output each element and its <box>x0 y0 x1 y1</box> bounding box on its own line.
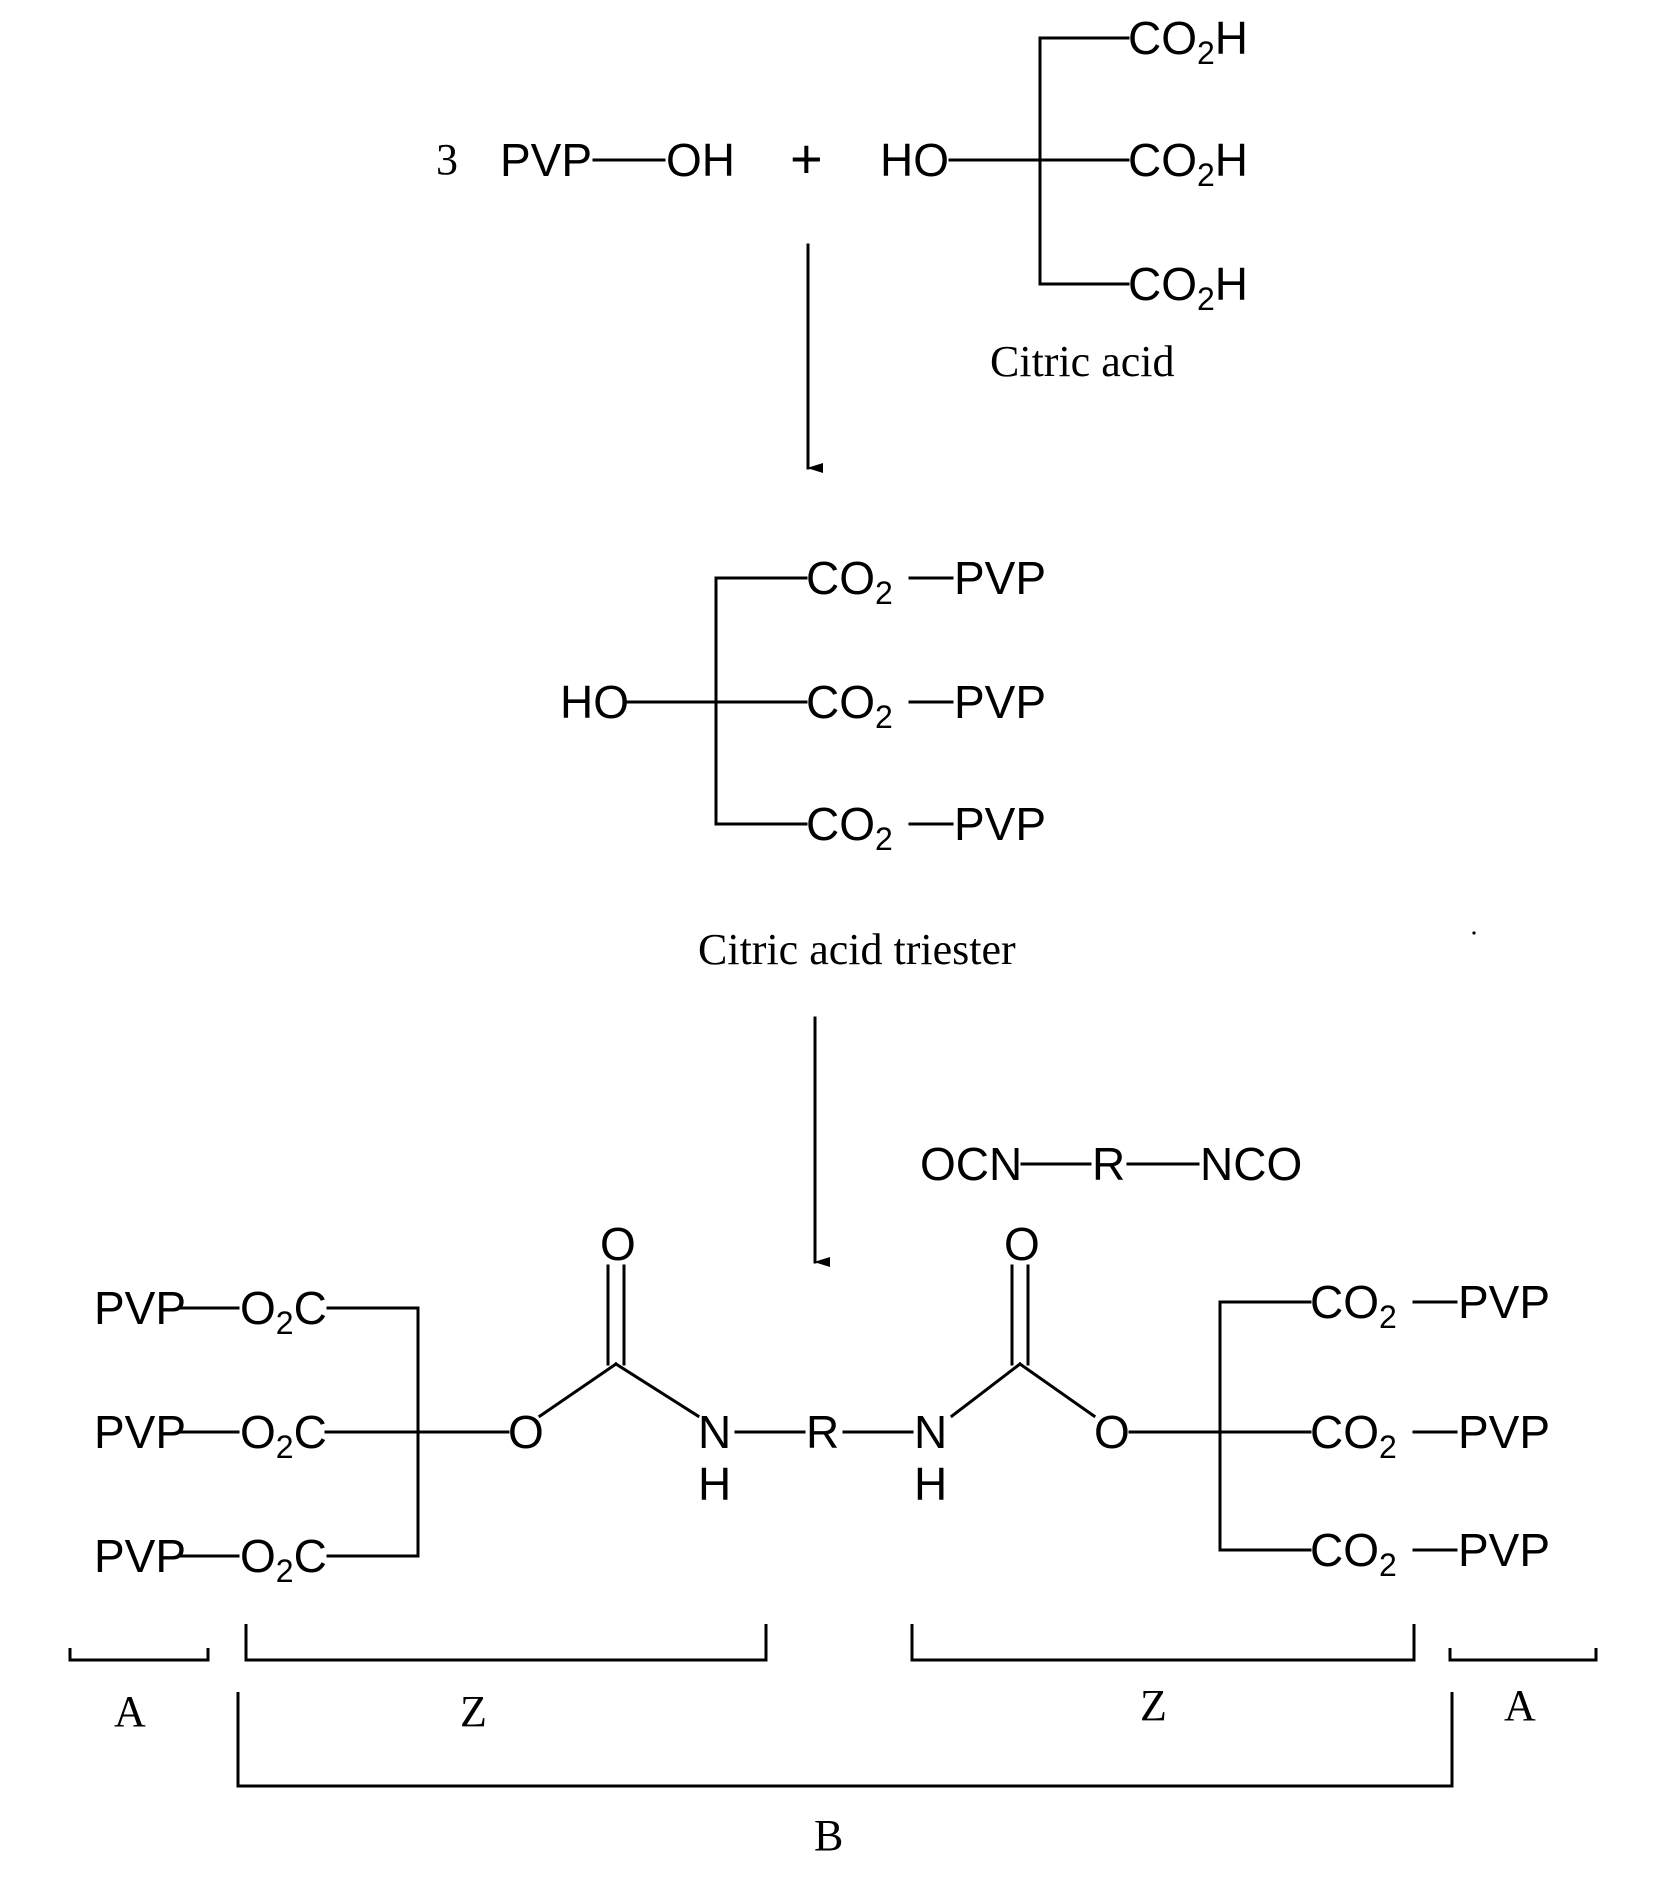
left-ester-middle: O2C <box>240 1406 327 1465</box>
triester-ester-middle: CO2 <box>806 676 893 735</box>
citric-acid-structure: HO CO2H CO2H CO2H Citric acid <box>880 12 1248 386</box>
bracket-a-right <box>1450 1648 1596 1660</box>
diisocyanate-reagent: OCN R NCO <box>920 1138 1302 1190</box>
reagent-nco: NCO <box>1200 1138 1302 1190</box>
left-ester-bottom: O2C <box>240 1530 327 1589</box>
right-ester-bottom: CO2 <box>1310 1524 1397 1583</box>
left-ester-top: O2C <box>240 1282 327 1341</box>
right-ether-oxygen: O <box>1094 1406 1130 1458</box>
triester-ester-top: CO2 <box>806 552 893 611</box>
carboxyl-top: CO2H <box>1128 12 1248 71</box>
right-pvp-top: PVP <box>1458 1276 1550 1328</box>
label-z-left: Z <box>460 1687 487 1736</box>
label-z-right: Z <box>1140 1681 1167 1730</box>
stray-dot <box>1472 931 1475 934</box>
reagent-ocn: OCN <box>920 1138 1022 1190</box>
left-ether-oxygen: O <box>508 1406 544 1458</box>
bracket-z-right <box>912 1624 1414 1660</box>
triester-pvp-bottom: PVP <box>954 798 1046 850</box>
right-pvp-bottom: PVP <box>1458 1524 1550 1576</box>
left-o-to-carbonyl-bond <box>540 1364 616 1416</box>
right-nitrogen: N <box>914 1406 947 1458</box>
left-carbonyl-to-n-bond <box>616 1364 698 1416</box>
bracket-b <box>238 1692 1452 1786</box>
triester-caption: Citric acid triester <box>698 925 1016 974</box>
left-pvp-middle: PVP <box>94 1406 186 1458</box>
right-ester-middle: CO2 <box>1310 1406 1397 1465</box>
right-carbonyl-oxygen: O <box>1004 1218 1040 1270</box>
triester-ester-bottom: CO2 <box>806 798 893 857</box>
product-urethane-linker: O O N H R N H O O <box>508 1218 1130 1510</box>
label-a-left: A <box>114 1687 146 1736</box>
left-pvp-top: PVP <box>94 1282 186 1334</box>
product-left-core: PVP O2C PVP O2C PVP O2C <box>94 1282 508 1589</box>
citric-hydroxyl-label: HO <box>880 134 949 186</box>
right-n-hydrogen: H <box>914 1458 947 1510</box>
hydroxyl-label: OH <box>666 134 735 186</box>
triester-hydroxyl-label: HO <box>560 676 629 728</box>
reagent-r: R <box>1092 1138 1125 1190</box>
pvp-label: PVP <box>500 134 592 186</box>
left-pvp-bottom: PVP <box>94 1530 186 1582</box>
right-n-to-carbonyl-bond <box>952 1364 1020 1416</box>
left-nitrogen: N <box>698 1406 731 1458</box>
reactant-row: 3 PVP OH + <box>436 127 823 190</box>
citric-acid-caption: Citric acid <box>990 337 1175 386</box>
product-right-core: CO2 PVP CO2 PVP CO2 PVP <box>1130 1276 1550 1583</box>
right-ester-top: CO2 <box>1310 1276 1397 1335</box>
right-carbonyl-to-o-bond <box>1020 1364 1094 1416</box>
label-a-right: A <box>1504 1681 1536 1730</box>
carboxyl-middle: CO2H <box>1128 134 1248 193</box>
right-pvp-middle: PVP <box>1458 1406 1550 1458</box>
left-n-hydrogen: H <box>698 1458 731 1510</box>
triester-pvp-top: PVP <box>954 552 1046 604</box>
left-carbonyl-oxygen: O <box>600 1218 636 1270</box>
stoichiometric-coefficient: 3 <box>436 135 458 184</box>
carboxyl-bottom: CO2H <box>1128 258 1248 317</box>
bracket-z-left <box>246 1624 766 1660</box>
bracket-a-left <box>70 1648 208 1660</box>
segment-brackets: A Z Z A B <box>70 1624 1596 1860</box>
label-b: B <box>814 1811 843 1860</box>
linker-r-group: R <box>806 1406 839 1458</box>
triester-pvp-middle: PVP <box>954 676 1046 728</box>
triester-structure: HO CO2 PVP CO2 PVP CO2 PVP Citric acid t… <box>560 552 1046 974</box>
plus-sign: + <box>790 127 823 190</box>
